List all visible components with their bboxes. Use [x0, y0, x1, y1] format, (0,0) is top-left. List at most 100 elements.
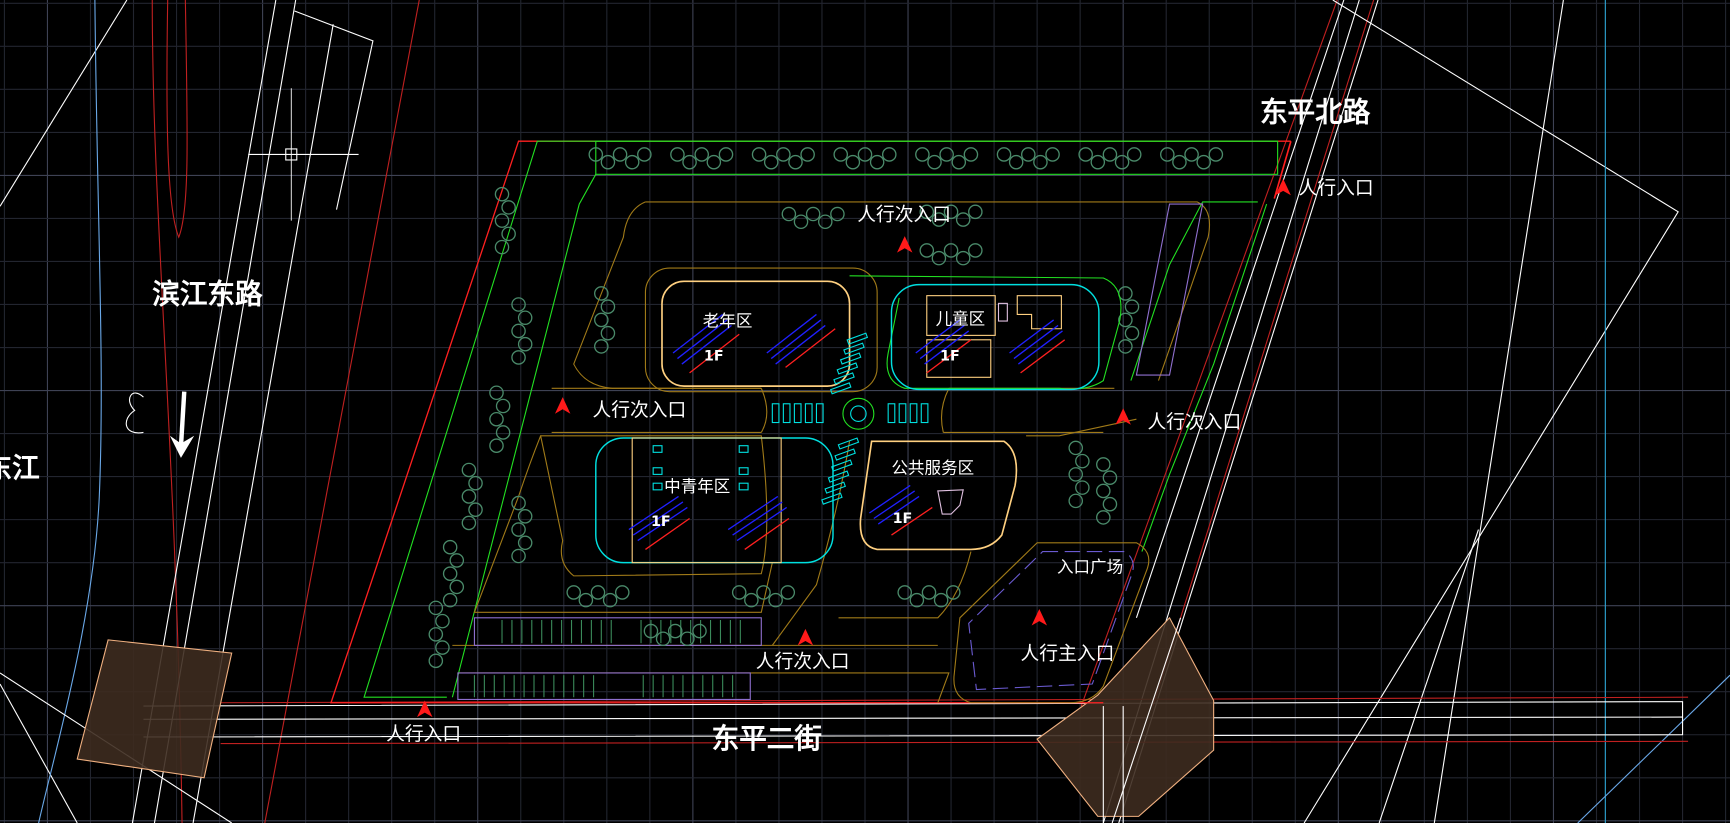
tree-icon [449, 579, 465, 595]
zone-label-public-service: 公共服务区 [891, 458, 974, 477]
tree-icon [793, 214, 809, 230]
parking-stall [909, 403, 918, 424]
elderly-zone [644, 267, 878, 393]
tree-icon [600, 325, 616, 341]
tree-plantings [428, 147, 1224, 669]
tree-icon [751, 147, 767, 162]
tree-icon [919, 243, 935, 258]
zone-label-children: 儿童区 [936, 309, 986, 328]
tree-icon [869, 154, 885, 170]
tree-icon [588, 147, 604, 162]
entrance-arrow-icon [896, 236, 913, 253]
tree-icon [955, 250, 971, 266]
tree-icon [1118, 339, 1133, 354]
tree-icon [594, 286, 609, 301]
entrance-label-sw: 人行入口 [386, 723, 461, 745]
parking-stall [887, 403, 896, 424]
public-service-zone [859, 440, 1018, 551]
parking-stall [839, 352, 862, 365]
tree-icon [494, 213, 510, 228]
tree-icon [468, 475, 483, 491]
tree-icon [857, 147, 873, 162]
parking-stall [837, 437, 860, 450]
tree-icon [468, 502, 483, 517]
entrance-label-east: 人行次入口 [1147, 411, 1241, 433]
tree-icon [461, 489, 477, 504]
tree-icon [612, 147, 628, 162]
tree-icon [511, 350, 526, 365]
tree-icon [1114, 154, 1130, 170]
tree-icon [931, 212, 947, 227]
tree-icon [578, 592, 594, 608]
parking-stall [804, 403, 813, 424]
road-label-west: 滨江东路 [152, 277, 263, 310]
tree-icon [909, 592, 925, 608]
tree-icon [1102, 147, 1118, 162]
tree-icon [624, 154, 640, 170]
tree-icon [590, 585, 606, 600]
tree-icon [594, 339, 609, 354]
parking-stall [836, 362, 859, 375]
tree-icon [943, 243, 959, 258]
tree-icon [817, 214, 833, 230]
tree-icon [780, 585, 796, 600]
tree-icon [968, 243, 983, 258]
parking-stall [824, 481, 847, 494]
tree-icon [744, 592, 759, 608]
parking-stall [793, 403, 802, 424]
tree-icon [511, 323, 526, 339]
entrance-arrow-icon [797, 628, 814, 646]
entrance-arrow-icon [1031, 608, 1048, 626]
tree-icon [968, 204, 983, 220]
tree-icon [921, 585, 937, 600]
zone-label-youth: 中青年区 [664, 477, 730, 496]
tree-icon [781, 206, 797, 222]
tree-icon [1118, 286, 1133, 301]
entrance-arrow-icon [417, 700, 433, 718]
parking-stall [821, 492, 843, 505]
intersection-lines [1102, 617, 1182, 823]
tree-icon [442, 566, 458, 581]
tree-icon [435, 640, 450, 655]
tree-icon [643, 623, 659, 639]
tree-icon [763, 154, 779, 170]
road-label-south: 东平二街 [712, 722, 822, 755]
children-zone [849, 275, 1122, 391]
tree-icon [756, 585, 771, 600]
tree-icon [996, 147, 1012, 162]
tree-icon [943, 204, 959, 220]
tree-icon [511, 297, 526, 312]
tree-icon [489, 438, 504, 453]
tree-icon [1126, 147, 1142, 162]
road-direction-arrow-icon [169, 391, 195, 458]
tree-icon [517, 310, 533, 326]
entrance-label-west: 人行次入口 [592, 399, 686, 421]
tree-icon [600, 154, 616, 170]
tree-icon [933, 592, 949, 608]
river-label: 东江 [0, 452, 40, 485]
tree-icon [1008, 154, 1024, 170]
tree-icon [680, 631, 695, 647]
west-intersection [76, 639, 233, 779]
tree-icon [1068, 493, 1084, 509]
tree-icon [776, 147, 791, 162]
tree-icon [449, 553, 465, 568]
tree-icon [1160, 147, 1175, 162]
tree-icon [915, 147, 930, 162]
tree-icon [833, 147, 849, 162]
tree-icon [845, 154, 861, 170]
tree-icon [1068, 440, 1084, 456]
tree-icon [667, 623, 683, 639]
tree-icon [927, 154, 942, 170]
entrance-arrow-icon [554, 397, 571, 414]
floor-label-public-service: 1F [893, 511, 913, 527]
road-label-north-east: 东平北路 [1260, 95, 1371, 128]
tree-icon [931, 250, 947, 266]
tree-icon [1118, 312, 1133, 328]
tree-icon [435, 613, 450, 629]
tree-icon [1124, 299, 1140, 314]
tree-icon [1045, 147, 1060, 162]
parking-stall [829, 382, 852, 395]
